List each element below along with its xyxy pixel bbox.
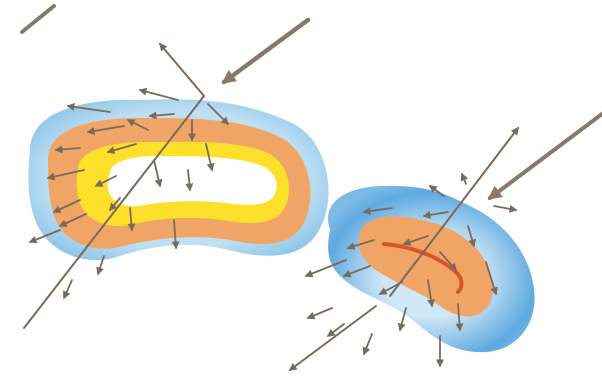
left-white-core xyxy=(108,156,277,206)
left-reflected-line xyxy=(160,44,204,96)
left-kidney-shape xyxy=(28,99,328,260)
arrow xyxy=(328,324,344,336)
arrow xyxy=(308,308,332,318)
incident-ray-top-left xyxy=(22,6,54,32)
right-kidney-shape xyxy=(328,186,534,352)
arrow xyxy=(494,206,516,210)
arrow xyxy=(364,334,372,354)
incident-ray-right xyxy=(490,114,602,198)
right-lower-line xyxy=(290,306,376,370)
arrow xyxy=(140,90,178,100)
incident-ray-left xyxy=(224,20,308,82)
arrow xyxy=(462,174,466,184)
arrow xyxy=(64,280,72,298)
